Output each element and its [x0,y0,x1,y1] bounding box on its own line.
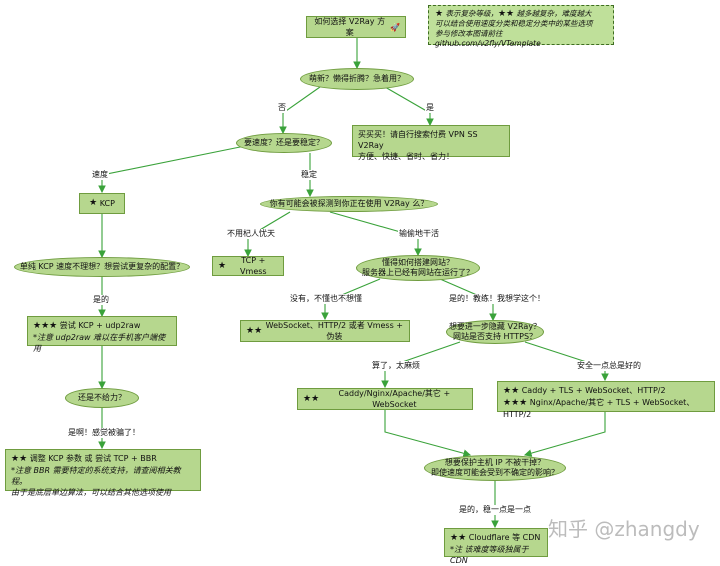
websocket-http2-node: ★★ WebSocket、HTTP/2 或者 Vmess + 伪装 [240,320,410,342]
edge-label-no-dont-want: 没有，不懂也不想懂 [289,294,363,304]
edge-label-stable: 稳定 [300,170,318,180]
edge-label-lawless: 输偷地干活 [398,229,440,239]
question-website: 懂得如何搭建网站？服务器上已经有网站在运行了？ [356,255,480,281]
question-hide-https: 想要进一步隐藏 V2Ray？网站是否支持 HTTPS？ [446,320,544,344]
star-icon: ★ [458,533,467,543]
zhihu-watermark: 知乎 @zhangdy [548,517,700,541]
edge-label-safe-more: 是的，稳一点是一点 [458,505,532,515]
star-icon: ★ [218,260,227,271]
question-kcp-not-ideal: 单纯 KCP 速度不理想？想尝试更复杂的配置？ [14,257,190,277]
star-icon: ★ [311,393,320,404]
star-icon: ★ [497,9,507,19]
star-icon: ★ [246,325,255,336]
cdn-node: ★★ Cloudflare 等 CDN *注 该难度等级独属于 CDN [444,528,548,565]
question-not-enough: 还是不给力？ [65,388,139,408]
buy-vpn-node: 买买买！请自行搜索付费 VPN SS V2Ray 方便、快捷、省时、省力！ [352,125,510,161]
edge-lazy-to-buy [384,86,434,127]
edge-lazy-to-speed [279,86,321,135]
question-lazy: 萌新？懒得折腾？急着用？ [300,68,414,90]
star-icon: ★ [11,454,20,464]
tls-options-node: ★★ Caddy + TLS + WebSocket、HTTP/2 ★★★ Ng… [497,381,715,419]
legend-note: ★ 表示复杂等级，★★ 越多越复杂，难度越大 可以结合使用速度分类和稳定分类中的… [428,5,614,48]
edge-label-no-worry: 不用杞人忧天 [226,229,276,239]
star-icon: ★ [41,321,50,331]
edge-label-cheated: 是啊！感觉被骗了！ [67,428,141,438]
edge-label-yes-teach: 是的！教练！我想学这个！ [448,294,546,304]
star-icon: ★ [19,454,28,464]
star-icon: ★ [254,325,263,336]
star-icon: ★ [450,533,459,543]
star-icon: ★ [89,198,98,208]
edge-label-no: 否 [277,103,287,113]
bbr-node: ★★ 调整 KCP 参数 或 尝试 TCP + BBR *注意 BBR 需要特定… [5,449,201,497]
edge-label-forget-it: 算了，太麻烦 [371,361,421,371]
star-icon: ★ [33,321,42,331]
question-protect-ip: 想要保护主机 IP 不被干掉？即使速度可能会受到不确定的影响？ [424,455,566,481]
star-icon: ★ [503,386,512,396]
edge-label-safer: 安全一点总是好的 [576,361,642,371]
tcp-vmess-node: ★ TCP + Vmess [212,256,284,276]
rocket-icon: 🚀 [390,22,400,32]
star-icon: ★ [506,9,515,19]
edge-caddy-to-protect [384,410,472,457]
star-icon: ★ [511,398,520,408]
start-node: 如何选择 V2Ray 方案 🚀 [306,16,406,38]
star-icon: ★ [511,386,520,396]
edge-label-kcp-yes: 是的 [92,295,110,305]
caddy-websocket-node: ★★ Caddy/Nginx/Apache/其它 + WebSocket [297,388,473,410]
edge-speed-to-kcp [98,145,246,194]
question-detect: 你有可能会被探测到你正在使用 V2Ray 么？ [260,196,438,212]
kcp-udp2raw-node: ★★★ 尝试 KCP + udp2raw *注意 udp2raw 难以在手机客户… [27,316,177,353]
edge-tls-to-protect [523,412,606,457]
star-icon: ★ [49,321,58,331]
star-icon: ★ [503,398,512,408]
edge-label-speed: 速度 [91,170,109,180]
edge-label-yes: 是 [425,103,435,113]
question-speed-or-stable: 要速度？还是要稳定？ [236,133,332,153]
star-icon: ★ [303,393,312,404]
kcp-node: ★ KCP [79,193,125,214]
star-icon: ★ [435,9,444,19]
star-icon: ★ [519,398,528,408]
